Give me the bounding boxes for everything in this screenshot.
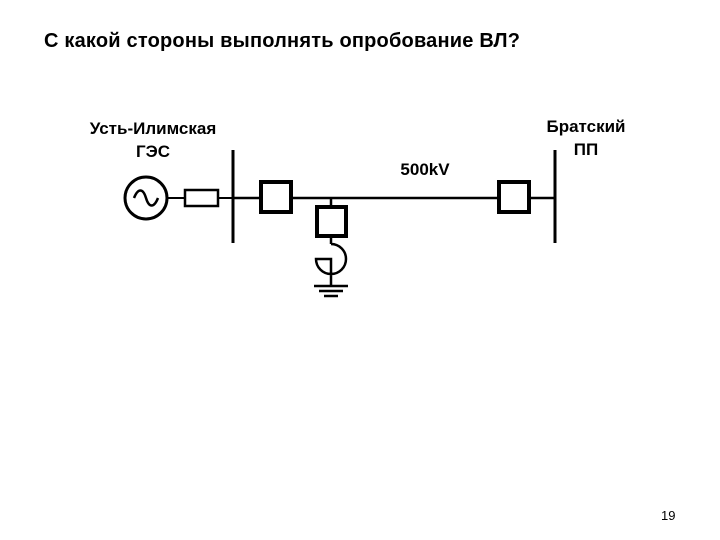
left-breaker-symbol bbox=[259, 180, 293, 214]
generator-symbol bbox=[123, 175, 169, 221]
shunt-reactor-symbol bbox=[314, 242, 348, 286]
page-number: 19 bbox=[661, 508, 676, 523]
right-station-name: Братский bbox=[546, 117, 625, 136]
line-voltage-label: 500kV bbox=[400, 160, 450, 179]
ground-icon bbox=[314, 284, 348, 298]
right-breaker-symbol bbox=[497, 180, 531, 214]
reactor-symbol bbox=[183, 188, 220, 208]
left-station-type: ГЭС bbox=[136, 142, 170, 161]
left-station-name: Усть-Илимская bbox=[90, 119, 217, 138]
right-station-type: ПП bbox=[574, 140, 598, 159]
slide-title: С какой стороны выполнять опробование ВЛ… bbox=[44, 30, 521, 52]
shunt-breaker-symbol bbox=[315, 205, 348, 238]
